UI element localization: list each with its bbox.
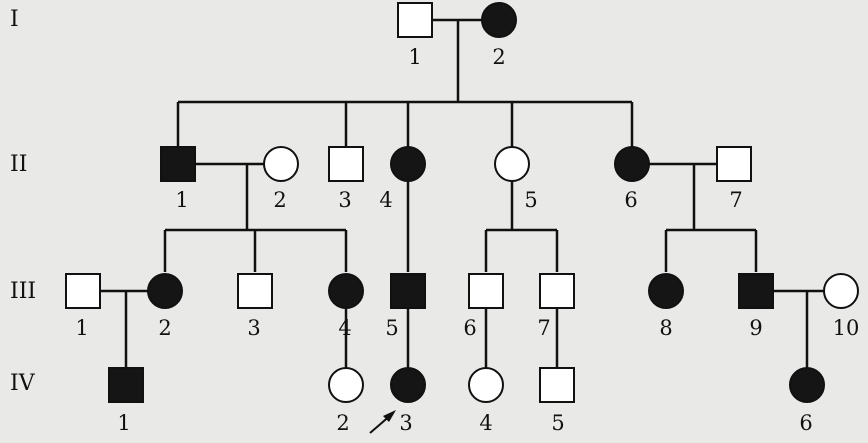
affected-female-circle bbox=[614, 146, 650, 182]
unaffected-female-circle bbox=[468, 367, 504, 403]
affected-female-circle bbox=[147, 273, 183, 309]
proband-arrow bbox=[369, 410, 396, 434]
individual-number: 6 bbox=[799, 411, 812, 435]
unaffected-female-circle bbox=[263, 146, 299, 182]
individual-number: 6 bbox=[624, 188, 637, 212]
affected-male-square bbox=[160, 146, 196, 182]
unaffected-male-square bbox=[539, 367, 575, 403]
affected-male-square bbox=[108, 367, 144, 403]
individual-number: 5 bbox=[551, 411, 564, 435]
affected-female-circle bbox=[789, 367, 825, 403]
generation-label: II bbox=[10, 152, 27, 177]
individual-number: 10 bbox=[833, 316, 860, 340]
individual-number: 4 bbox=[379, 188, 392, 212]
generation-label: I bbox=[10, 7, 19, 32]
unaffected-male-square bbox=[328, 146, 364, 182]
affected-female-circle bbox=[648, 273, 684, 309]
individual-number: 5 bbox=[524, 188, 537, 212]
individual-number: 5 bbox=[385, 316, 398, 340]
affected-female-circle bbox=[328, 273, 364, 309]
affected-male-square bbox=[738, 273, 774, 309]
individual-number: 3 bbox=[399, 411, 412, 435]
individual-number: 4 bbox=[479, 411, 492, 435]
unaffected-male-square bbox=[65, 273, 101, 309]
individuals: 1 2 1 2 3 4 5 6 7 1 2 3 4 5 6 7 8 9 10 1 2 3 4 5 6 bbox=[65, 2, 860, 435]
individual-number: 7 bbox=[729, 188, 742, 212]
generation-label: III bbox=[10, 279, 36, 304]
individual-number: 6 bbox=[463, 316, 476, 340]
unaffected-female-circle bbox=[823, 273, 859, 309]
individual-number: 1 bbox=[75, 316, 88, 340]
unaffected-male-square bbox=[237, 273, 273, 309]
connection-lines bbox=[100, 18, 824, 368]
unaffected-male-square bbox=[397, 2, 433, 38]
unaffected-female-circle bbox=[494, 146, 530, 182]
unaffected-male-square bbox=[468, 273, 504, 309]
individual-number: 3 bbox=[338, 188, 351, 212]
unaffected-female-circle bbox=[328, 367, 364, 403]
unaffected-male-square bbox=[716, 146, 752, 182]
individual-number: 2 bbox=[336, 411, 349, 435]
individual-number: 7 bbox=[537, 316, 550, 340]
individual-number: 1 bbox=[175, 188, 188, 212]
individual-number: 1 bbox=[408, 45, 421, 69]
individual-number: 2 bbox=[158, 316, 171, 340]
individual-number: 3 bbox=[247, 316, 260, 340]
individual-number: 2 bbox=[273, 188, 286, 212]
individual-number: 4 bbox=[338, 316, 351, 340]
affected-female-circle bbox=[481, 2, 517, 38]
generation-label: IV bbox=[10, 371, 36, 396]
affected-female-circle bbox=[390, 146, 426, 182]
affected-female-circle bbox=[390, 367, 426, 403]
individual-number: 2 bbox=[492, 45, 505, 69]
individual-number: 8 bbox=[659, 316, 672, 340]
unaffected-male-square bbox=[539, 273, 575, 309]
individual-number: 1 bbox=[117, 411, 130, 435]
individual-number: 9 bbox=[749, 316, 762, 340]
affected-male-square bbox=[390, 273, 426, 309]
